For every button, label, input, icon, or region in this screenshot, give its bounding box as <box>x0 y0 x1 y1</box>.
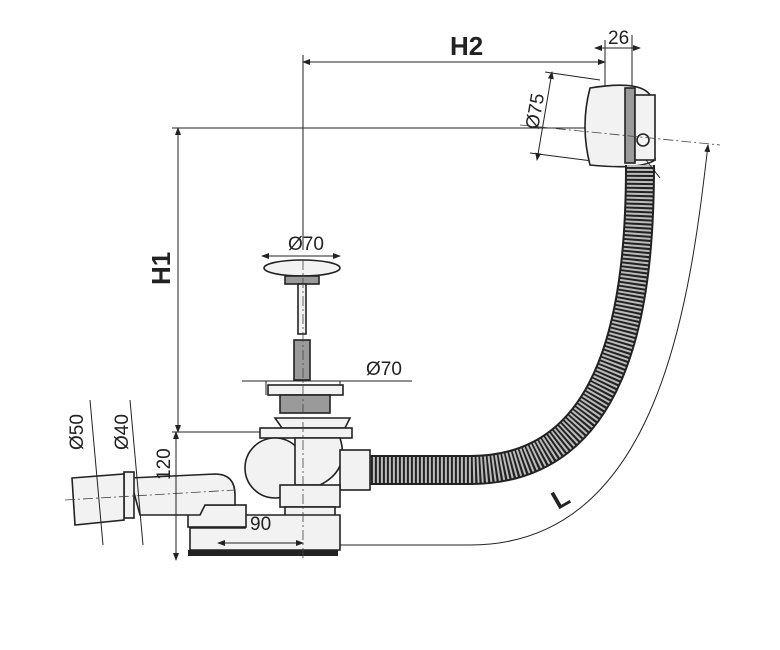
outlet-outer-diameter-label: Ø50 <box>67 414 88 450</box>
outlet-dimensions: Ø50 Ø40 120 90 <box>67 399 304 561</box>
outlet-pipe <box>64 471 236 526</box>
trap-height-label: 120 <box>154 448 175 480</box>
corrugated-hose <box>360 159 661 485</box>
outlet-inner-diameter-label: Ø40 <box>112 414 133 450</box>
plug: Ø70 <box>261 234 341 381</box>
waste-diameter-label: Ø70 <box>366 359 402 380</box>
h2-dimension: H2 <box>302 31 606 250</box>
h1-dimension: H1 <box>146 127 590 433</box>
h1-label: H1 <box>146 252 176 285</box>
overflow-depth-label: 26 <box>608 28 629 49</box>
overflow-diameter-label: Ø75 <box>522 92 549 131</box>
hose-length-label: L <box>546 481 575 515</box>
plug-diameter-label: Ø70 <box>288 234 324 255</box>
waste-trap-body <box>187 260 371 560</box>
outlet-offset-label: 90 <box>250 514 271 535</box>
overflow-depth-dimension: 26 <box>594 28 641 90</box>
overflow-head <box>519 84 721 168</box>
h2-label: H2 <box>450 31 483 61</box>
